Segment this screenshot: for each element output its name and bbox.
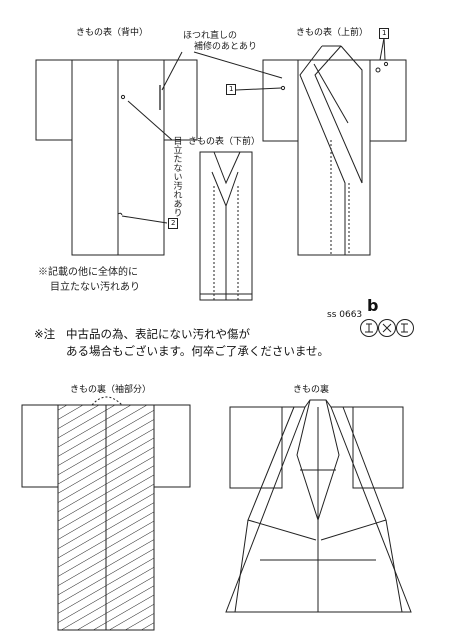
notice-prefix: ※注 xyxy=(34,327,56,341)
view-label-front-upper: きもの表（上前） xyxy=(296,28,369,38)
stain-note-vertical: 目立たない汚れあり xyxy=(171,136,182,217)
view-label-front-back: きもの表（背中） xyxy=(76,28,149,38)
notice-line1: 中古品の為、表記にない汚れや傷が xyxy=(66,327,250,341)
repair-note-line2: 補修のあとあり xyxy=(194,42,258,52)
repair-note-line1: ほつれ直しの xyxy=(183,31,238,41)
marker-2: 2 xyxy=(168,218,179,229)
product-code: ss 0663 xyxy=(327,310,363,320)
view-label-front-lower: きもの表（下前） xyxy=(188,137,261,147)
shop-logo xyxy=(360,319,414,337)
notice-line2: ある場合もございます。何卒ご了承くださいませ。 xyxy=(66,344,330,358)
overall-stain-note-line1: ※記載の他に全体的に xyxy=(38,267,138,278)
kimono-lining-view xyxy=(225,399,412,613)
kimono-upper-front-view xyxy=(193,37,407,256)
logo-letter: b xyxy=(367,296,379,315)
kimono-lower-front-view xyxy=(199,151,253,301)
marker-1-side: 1 xyxy=(226,84,237,95)
view-label-lining-sleeve: きもの裏（袖部分） xyxy=(70,385,152,395)
kimono-lining-sleeve-view xyxy=(21,396,191,631)
overall-stain-note-line2: 目立たない汚れあり xyxy=(50,282,140,293)
view-label-lining: きもの裏 xyxy=(293,385,330,395)
marker-1-upper: 1 xyxy=(379,28,390,39)
kimono-back-view xyxy=(35,51,198,256)
